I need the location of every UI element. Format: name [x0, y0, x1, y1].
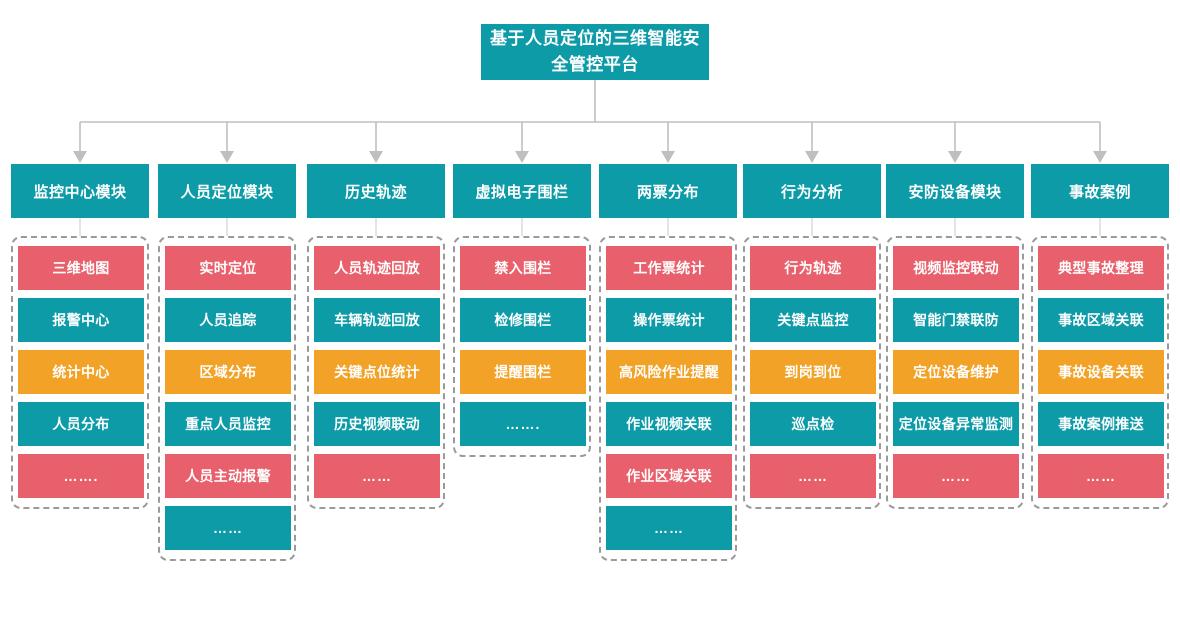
- page-title: 基于人员定位的三维智能安全管控平台: [481, 24, 709, 80]
- module-group-6: 行为轨迹 关键点监控 到岗到位 巡点检 ……: [743, 236, 881, 509]
- feature-item-more[interactable]: ……: [606, 506, 732, 550]
- feature-item[interactable]: 作业区域关联: [606, 454, 732, 498]
- feature-item-more[interactable]: ……: [314, 454, 440, 498]
- module-header-2[interactable]: 人员定位模块: [158, 164, 296, 218]
- feature-item-more[interactable]: …….: [18, 454, 144, 498]
- feature-item[interactable]: 提醒围栏: [460, 350, 586, 394]
- module-column-8: 事故案例 典型事故整理 事故区域关联 事故设备关联 事故案例推送 ……: [1031, 164, 1169, 509]
- feature-item[interactable]: 巡点检: [750, 402, 876, 446]
- module-group-8: 典型事故整理 事故区域关联 事故设备关联 事故案例推送 ……: [1031, 236, 1169, 509]
- module-header-6[interactable]: 行为分析: [743, 164, 881, 218]
- module-header-1[interactable]: 监控中心模块: [11, 164, 149, 218]
- module-group-3: 人员轨迹回放 车辆轨迹回放 关键点位统计 历史视频联动 ……: [307, 236, 445, 509]
- feature-item-more[interactable]: ……: [1038, 454, 1164, 498]
- module-column-2: 人员定位模块 实时定位 人员追踪 区域分布 重点人员监控 人员主动报警 ……: [158, 164, 296, 561]
- module-column-7: 安防设备模块 视频监控联动 智能门禁联防 定位设备维护 定位设备异常监测 ……: [886, 164, 1024, 509]
- feature-item[interactable]: 车辆轨迹回放: [314, 298, 440, 342]
- module-column-5: 两票分布 工作票统计 操作票统计 高风险作业提醒 作业视频关联 作业区域关联 ……: [599, 164, 737, 561]
- feature-item-more[interactable]: ……: [750, 454, 876, 498]
- feature-item[interactable]: 典型事故整理: [1038, 246, 1164, 290]
- feature-item-more[interactable]: ……: [893, 454, 1019, 498]
- module-header-4[interactable]: 虚拟电子围栏: [453, 164, 591, 218]
- feature-item[interactable]: 统计中心: [18, 350, 144, 394]
- feature-item-more[interactable]: …….: [460, 402, 586, 446]
- feature-item[interactable]: 人员主动报警: [165, 454, 291, 498]
- feature-item[interactable]: 实时定位: [165, 246, 291, 290]
- feature-item[interactable]: 重点人员监控: [165, 402, 291, 446]
- module-header-5[interactable]: 两票分布: [599, 164, 737, 218]
- feature-item[interactable]: 事故设备关联: [1038, 350, 1164, 394]
- feature-item[interactable]: 关键点位统计: [314, 350, 440, 394]
- feature-item[interactable]: 事故案例推送: [1038, 402, 1164, 446]
- module-group-2: 实时定位 人员追踪 区域分布 重点人员监控 人员主动报警 ……: [158, 236, 296, 561]
- feature-item[interactable]: 检修围栏: [460, 298, 586, 342]
- feature-item[interactable]: 行为轨迹: [750, 246, 876, 290]
- feature-item[interactable]: 三维地图: [18, 246, 144, 290]
- feature-item[interactable]: 人员追踪: [165, 298, 291, 342]
- module-group-5: 工作票统计 操作票统计 高风险作业提醒 作业视频关联 作业区域关联 ……: [599, 236, 737, 561]
- module-header-7[interactable]: 安防设备模块: [886, 164, 1024, 218]
- feature-item[interactable]: 作业视频关联: [606, 402, 732, 446]
- feature-item[interactable]: 禁入围栏: [460, 246, 586, 290]
- feature-item[interactable]: 智能门禁联防: [893, 298, 1019, 342]
- feature-item[interactable]: 人员分布: [18, 402, 144, 446]
- module-column-3: 历史轨迹 人员轨迹回放 车辆轨迹回放 关键点位统计 历史视频联动 ……: [307, 164, 445, 509]
- feature-item[interactable]: 事故区域关联: [1038, 298, 1164, 342]
- feature-item[interactable]: 工作票统计: [606, 246, 732, 290]
- feature-item[interactable]: 操作票统计: [606, 298, 732, 342]
- feature-item[interactable]: 到岗到位: [750, 350, 876, 394]
- module-group-1: 三维地图 报警中心 统计中心 人员分布 …….: [11, 236, 149, 509]
- module-column-1: 监控中心模块 三维地图 报警中心 统计中心 人员分布 …….: [11, 164, 149, 509]
- feature-item[interactable]: 人员轨迹回放: [314, 246, 440, 290]
- feature-item[interactable]: 报警中心: [18, 298, 144, 342]
- module-header-8[interactable]: 事故案例: [1031, 164, 1169, 218]
- feature-item[interactable]: 定位设备维护: [893, 350, 1019, 394]
- feature-item[interactable]: 历史视频联动: [314, 402, 440, 446]
- feature-item[interactable]: 关键点监控: [750, 298, 876, 342]
- module-column-6: 行为分析 行为轨迹 关键点监控 到岗到位 巡点检 ……: [743, 164, 881, 509]
- feature-item[interactable]: 定位设备异常监测: [893, 402, 1019, 446]
- feature-item[interactable]: 视频监控联动: [893, 246, 1019, 290]
- module-group-7: 视频监控联动 智能门禁联防 定位设备维护 定位设备异常监测 ……: [886, 236, 1024, 509]
- feature-item[interactable]: 区域分布: [165, 350, 291, 394]
- module-header-3[interactable]: 历史轨迹: [307, 164, 445, 218]
- feature-item-more[interactable]: ……: [165, 506, 291, 550]
- module-column-4: 虚拟电子围栏 禁入围栏 检修围栏 提醒围栏 …….: [453, 164, 591, 457]
- feature-item[interactable]: 高风险作业提醒: [606, 350, 732, 394]
- module-group-4: 禁入围栏 检修围栏 提醒围栏 …….: [453, 236, 591, 457]
